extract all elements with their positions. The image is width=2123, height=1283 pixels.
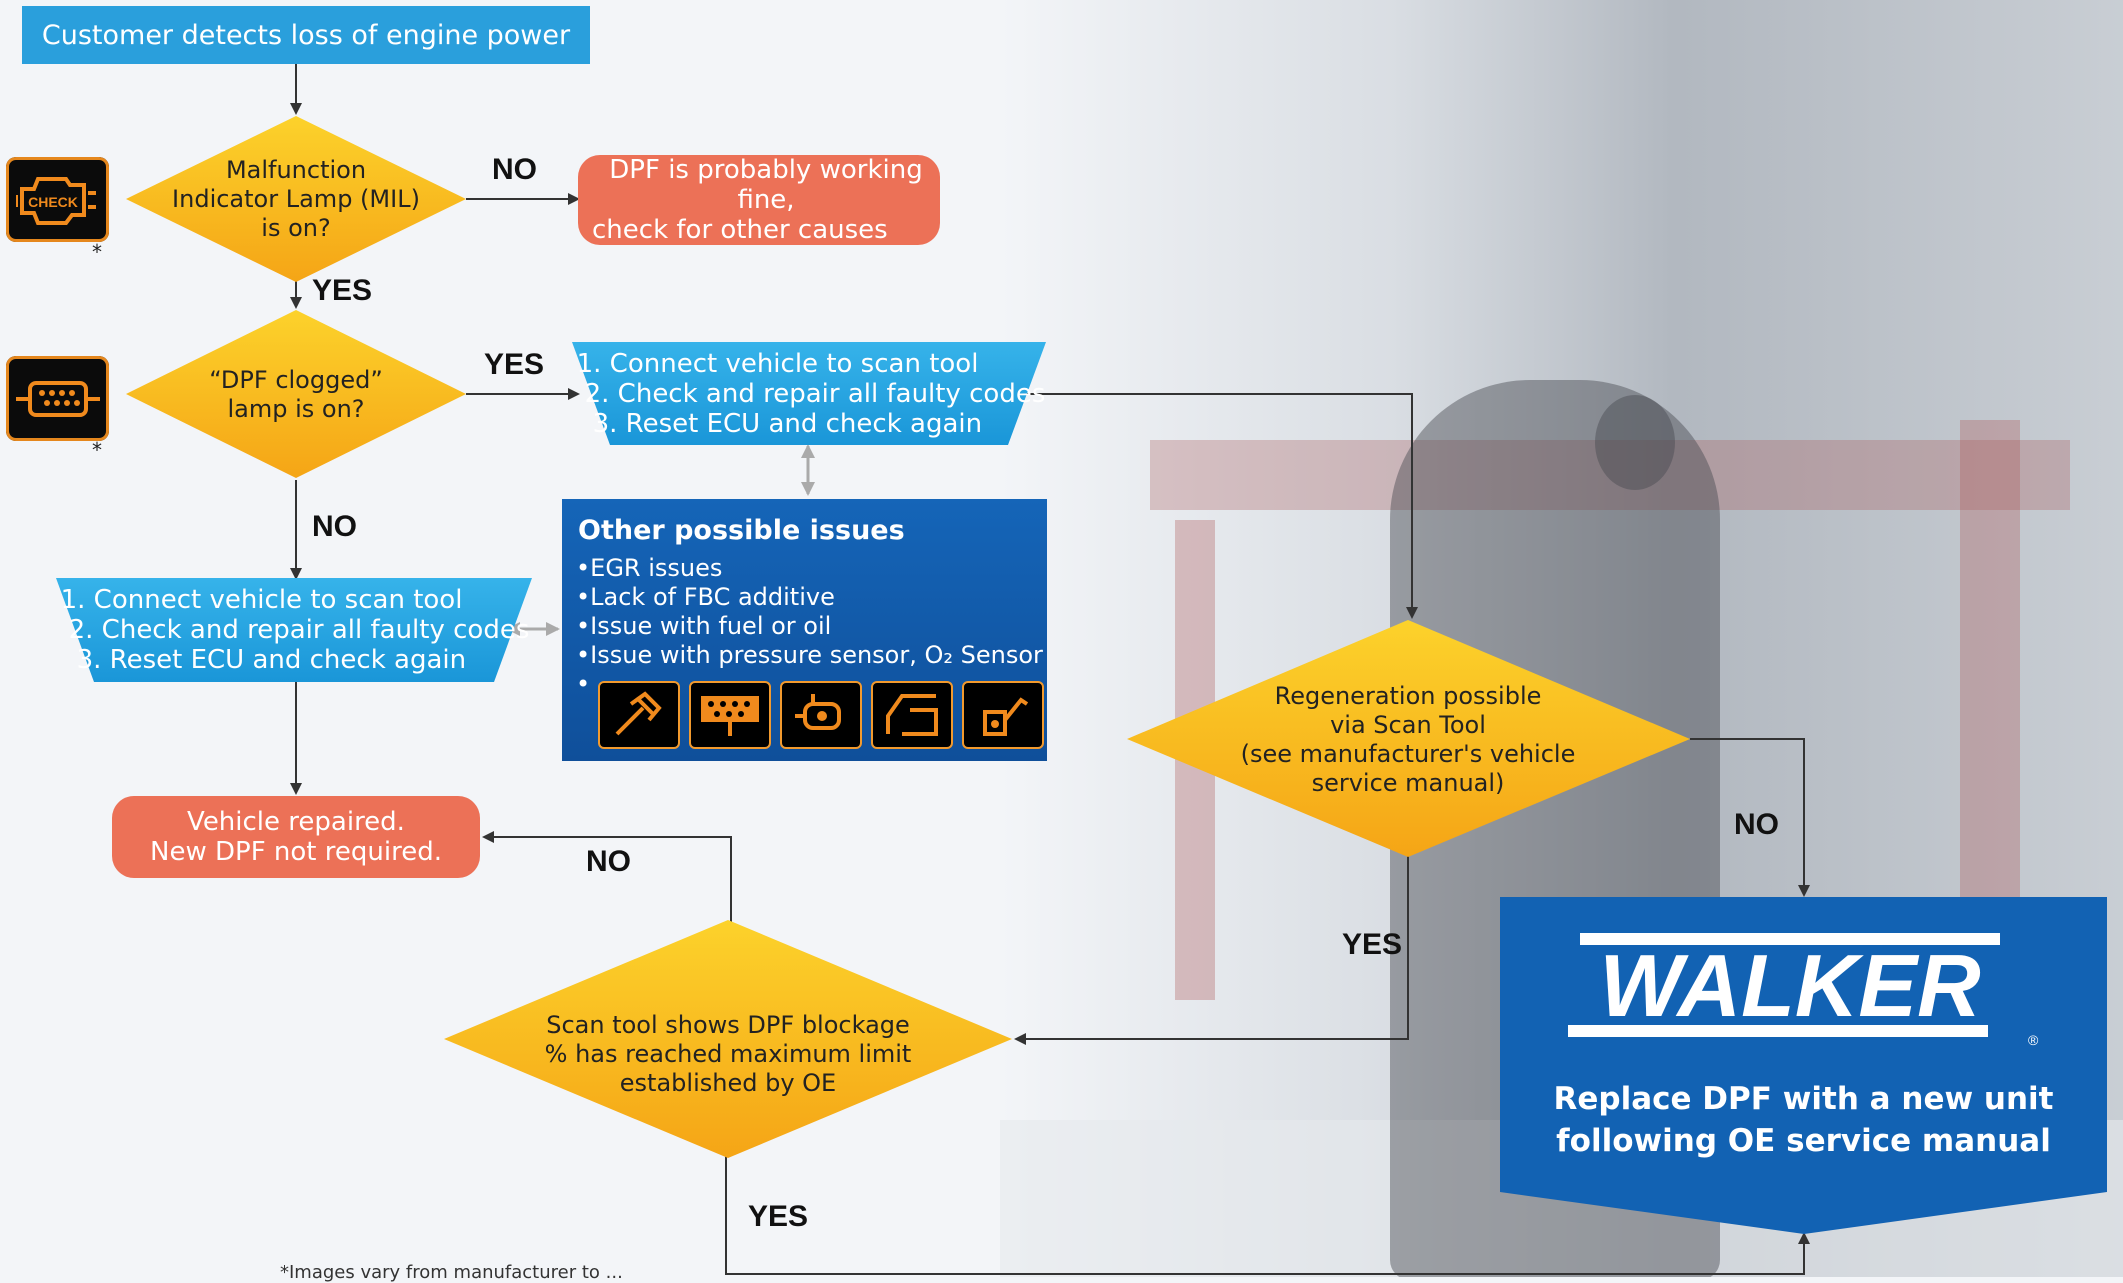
scan-question-text: Scan tool shows DPF blockage % has reach… (544, 1010, 912, 1097)
steps-right-text: 1. Connect vehicle to scan tool 2. Check… (576, 349, 1046, 439)
sensor-icon (780, 681, 862, 749)
issue-fbc: Lack of FBC additive (576, 583, 1043, 612)
mil-no-label: NO (492, 153, 537, 186)
walker-logo: WALKER ® (1568, 933, 2039, 1048)
scan-no-label: NO (586, 845, 631, 878)
scan-yes-label: YES (748, 1200, 809, 1233)
arrow-scan-no (482, 831, 732, 922)
dpf-yes-label: YES (484, 348, 545, 381)
check-engine-lamp: CHECK (6, 157, 109, 242)
walker-replace-text: Replace DPF with a new unit following OE… (1553, 1081, 2054, 1159)
steps-left-text: 1. Connect vehicle to scan tool 2. Check… (60, 585, 530, 675)
dpf-decision-diamond (126, 310, 466, 478)
hammer-icon (598, 681, 680, 749)
regen-decision-diamond (1127, 620, 1690, 857)
dpf-question-text: “DPF clogged” lamp is on? (209, 366, 383, 423)
arrow-steps-to-regen (1008, 393, 1418, 619)
vehicle-repaired-result: Vehicle repaired. New DPF not required. (112, 796, 480, 878)
dpf-lamp (6, 356, 109, 441)
check-engine-icon: CHECK (15, 176, 96, 225)
issue-egr: EGR issues (576, 554, 1043, 583)
issue-icons-row (598, 681, 1044, 749)
arrow-scan-yes (725, 1155, 1810, 1275)
steps-left-trapezoid (56, 578, 532, 682)
issue-sensor: Issue with pressure sensor, O₂ Sensor (576, 641, 1043, 670)
footnote: *Images vary from manufacturer to ... (280, 1262, 623, 1283)
start-box: Customer detects loss of engine power (22, 6, 590, 64)
dpf-lamp-footnote-mark: * (92, 438, 102, 462)
other-issues-title: Other possible issues (578, 515, 905, 546)
dpf-no-label: NO (312, 510, 357, 543)
walker-replace-box (1500, 897, 2107, 1234)
scan-decision-diamond (444, 920, 1012, 1158)
mil-question-text: Malfunction Indicator Lamp (MIL) is on? (172, 155, 420, 242)
arrow-regen-no (1690, 738, 1810, 897)
dpf-fine-result: DPF is probably working fine, check for … (578, 155, 940, 245)
mil-yes-label: YES (312, 274, 373, 307)
issue-fuel-oil: Issue with fuel or oil (576, 612, 1043, 641)
exhaust-pipe-icon (871, 681, 953, 749)
walker-registered-mark: ® (2028, 1032, 2039, 1048)
mil-decision-diamond (126, 116, 466, 282)
other-issues-panel: Other possible issues EGR issues Lack of… (562, 499, 1047, 761)
particle-filter-icon (689, 681, 771, 749)
check-lamp-footnote-mark: * (92, 240, 102, 264)
steps-right-trapezoid (572, 342, 1046, 445)
check-lamp-label: CHECK (28, 194, 78, 210)
regen-yes-label: YES (1342, 928, 1403, 961)
regen-no-label: NO (1734, 808, 1779, 841)
walker-logo-text: WALKER (1599, 936, 1980, 1035)
arrow-regen-yes (1014, 855, 1409, 1045)
regen-question-text: Regeneration possible via Scan Tool (see… (1240, 682, 1576, 797)
other-issues-list: EGR issues Lack of FBC additive Issue wi… (576, 554, 1043, 699)
oil-can-icon (962, 681, 1044, 749)
dpf-filter-icon (15, 380, 100, 417)
